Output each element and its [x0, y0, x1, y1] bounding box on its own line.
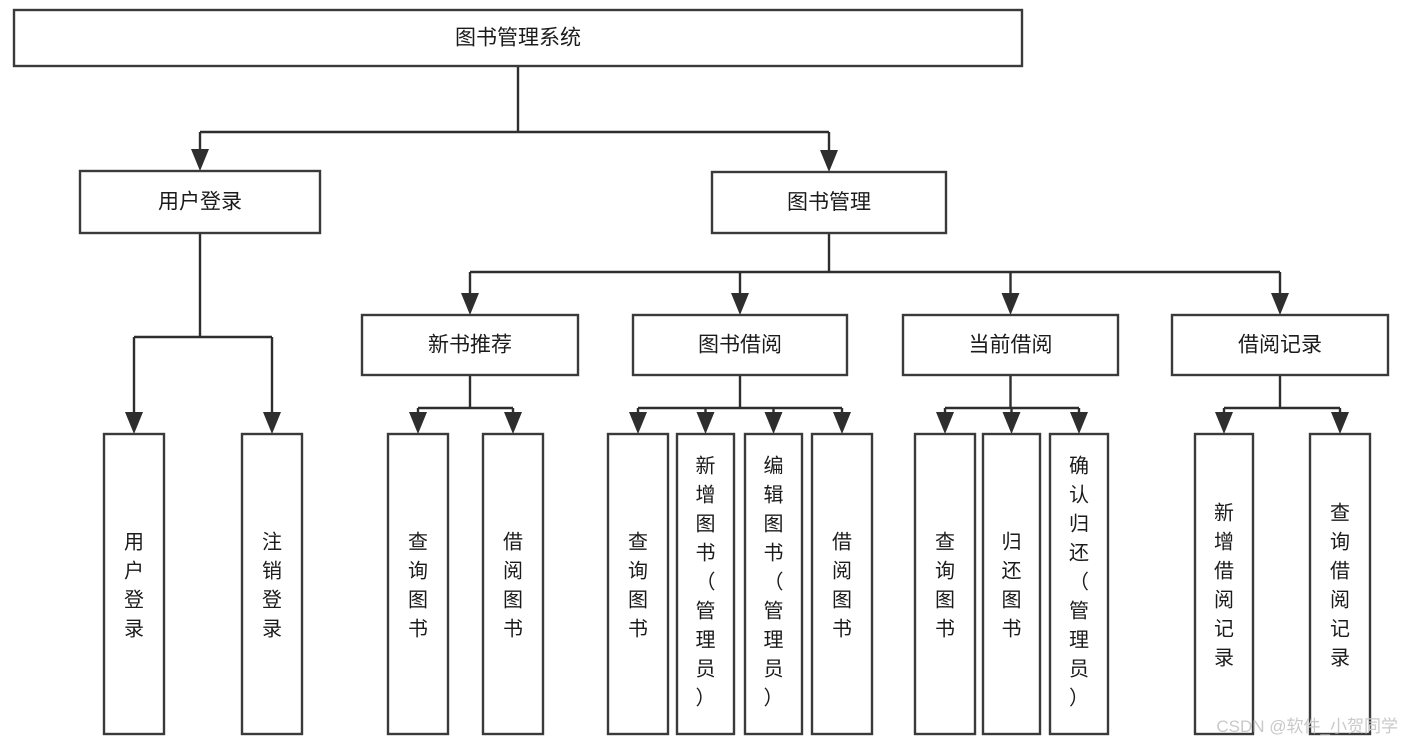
arrow-head-leaf-borrow-books-borrow: [833, 412, 851, 434]
node-box-borrow-record[interactable]: [1170, 313, 1390, 377]
arrow-head-leaf-query-books-borrow: [629, 412, 647, 434]
node-box-leaf-confirm-return-admin[interactable]: [1048, 432, 1110, 736]
node-label-current-borrow: 当前借阅: [969, 334, 1053, 357]
node-box-leaf-return-books[interactable]: [981, 432, 1042, 736]
node-leaf-add-borrow-record[interactable]: 新增借阅记录: [1193, 432, 1255, 736]
node-label-leaf-query-books-borrow: 查询图书: [628, 531, 648, 641]
node-label-borrow-record: 借阅记录: [1238, 334, 1322, 357]
connector-borrow-record-to-leaves: [1215, 375, 1349, 434]
arrow-head-leaf-borrow-books-recommend: [504, 412, 522, 434]
node-box-leaf-edit-book-admin[interactable]: [743, 432, 804, 736]
arrow-head-leaf-edit-book-admin: [764, 412, 783, 434]
node-label-leaf-confirm-return-admin: 确认归还（管理员）: [1069, 455, 1089, 710]
node-box-leaf-query-borrow-record[interactable]: [1308, 432, 1372, 736]
node-leaf-user-login[interactable]: 用户登录: [102, 432, 166, 736]
arrow-head-leaf-query-borrow-record: [1331, 412, 1349, 434]
arrow-head-leaf-confirm-return-admin: [1070, 412, 1088, 434]
node-label-leaf-user-login: 用户登录: [124, 532, 144, 641]
arrow-head-book-borrow: [731, 293, 749, 315]
node-box-current-borrow[interactable]: [901, 313, 1120, 377]
node-label-root: 图书管理系统: [455, 27, 581, 50]
node-label-book-management: 图书管理: [787, 191, 871, 214]
node-leaf-edit-book-admin[interactable]: 编辑图书（管理员）: [743, 432, 804, 736]
node-label-leaf-borrow-books-recommend: 借阅图书: [503, 531, 523, 641]
node-book-management[interactable]: 图书管理: [710, 170, 948, 235]
node-label-leaf-return-books: 归还图书: [1002, 531, 1022, 641]
node-leaf-query-books-recommend[interactable]: 查询图书: [386, 432, 450, 736]
node-leaf-return-books[interactable]: 归还图书: [981, 432, 1042, 736]
node-label-leaf-query-books-current: 查询图书: [935, 531, 955, 641]
node-label-leaf-edit-book-admin: 编辑图书（管理员）: [764, 455, 784, 710]
arrow-head-book-management: [820, 150, 838, 172]
node-box-root[interactable]: [12, 8, 1024, 68]
node-label-leaf-add-borrow-record: 新增借阅记录: [1214, 502, 1234, 670]
connector-layer: [125, 66, 1349, 434]
arrow-head-leaf-return-books: [1002, 412, 1021, 434]
node-new-book-recommend[interactable]: 新书推荐: [360, 313, 580, 377]
node-leaf-borrow-books-recommend[interactable]: 借阅图书: [481, 432, 545, 736]
connector-current-borrow-to-leaves: [936, 375, 1088, 434]
node-box-leaf-user-login[interactable]: [102, 432, 166, 736]
node-label-new-book-recommend: 新书推荐: [428, 334, 512, 357]
csdn-watermark: CSDN @软件_小贺同学: [1216, 717, 1398, 736]
node-leaf-query-borrow-record[interactable]: 查询借阅记录: [1308, 432, 1372, 736]
node-leaf-logout[interactable]: 注销登录: [240, 432, 304, 736]
connector-book-borrow-to-leaves: [629, 375, 851, 434]
connector-book-management-to-level3: [461, 233, 1289, 315]
node-current-borrow[interactable]: 当前借阅: [901, 313, 1120, 377]
node-layer: 图书管理系统用户登录图书管理新书推荐图书借阅当前借阅借阅记录用户登录注销登录查询…: [12, 8, 1390, 736]
node-box-leaf-logout[interactable]: [240, 432, 304, 736]
arrow-head-leaf-add-book-admin: [696, 412, 715, 434]
node-box-leaf-query-books-borrow[interactable]: [606, 432, 670, 736]
node-root[interactable]: 图书管理系统: [12, 8, 1024, 68]
node-book-borrow[interactable]: 图书借阅: [631, 313, 849, 377]
arrow-head-leaf-user-login: [125, 412, 143, 434]
node-box-leaf-borrow-books-recommend[interactable]: [481, 432, 545, 736]
node-label-leaf-borrow-books-borrow: 借阅图书: [832, 531, 852, 641]
node-label-leaf-query-books-recommend: 查询图书: [408, 531, 428, 641]
node-label-user-login: 用户登录: [158, 191, 242, 214]
node-leaf-query-books-current[interactable]: 查询图书: [913, 432, 977, 736]
node-box-new-book-recommend[interactable]: [360, 313, 580, 377]
connector-root-to-level2: [191, 66, 838, 172]
node-box-leaf-borrow-books-borrow[interactable]: [810, 432, 874, 736]
node-leaf-confirm-return-admin[interactable]: 确认归还（管理员）: [1048, 432, 1110, 736]
node-box-leaf-query-books-recommend[interactable]: [386, 432, 450, 736]
connector-new-book-recommend-to-leaves: [409, 375, 522, 434]
node-box-leaf-add-borrow-record[interactable]: [1193, 432, 1255, 736]
node-leaf-borrow-books-borrow[interactable]: 借阅图书: [810, 432, 874, 736]
node-label-leaf-logout: 注销登录: [262, 531, 282, 641]
node-box-leaf-add-book-admin[interactable]: [675, 432, 736, 736]
node-leaf-query-books-borrow[interactable]: 查询图书: [606, 432, 670, 736]
node-label-leaf-query-borrow-record: 查询借阅记录: [1330, 502, 1350, 670]
arrow-head-new-book-recommend: [461, 293, 479, 315]
arrow-head-borrow-record: [1271, 293, 1289, 315]
connector-user-login-to-leaves: [125, 233, 281, 434]
node-leaf-add-book-admin[interactable]: 新增图书（管理员）: [675, 432, 736, 736]
arrow-head-leaf-query-books-recommend: [409, 412, 427, 434]
node-user-login[interactable]: 用户登录: [78, 169, 322, 235]
node-label-leaf-add-book-admin: 新增图书（管理员）: [696, 455, 716, 710]
arrow-head-leaf-logout: [263, 412, 281, 434]
node-box-user-login[interactable]: [78, 169, 322, 235]
arrow-head-leaf-query-books-current: [936, 412, 954, 434]
node-box-leaf-query-books-current[interactable]: [913, 432, 977, 736]
node-box-book-management[interactable]: [710, 170, 948, 235]
arrow-head-leaf-add-borrow-record: [1215, 412, 1233, 434]
node-borrow-record[interactable]: 借阅记录: [1170, 313, 1390, 377]
arrow-head-user-login: [191, 149, 209, 171]
node-label-book-borrow: 图书借阅: [698, 334, 782, 357]
node-box-book-borrow[interactable]: [631, 313, 849, 377]
arrow-head-current-borrow: [1001, 293, 1020, 315]
